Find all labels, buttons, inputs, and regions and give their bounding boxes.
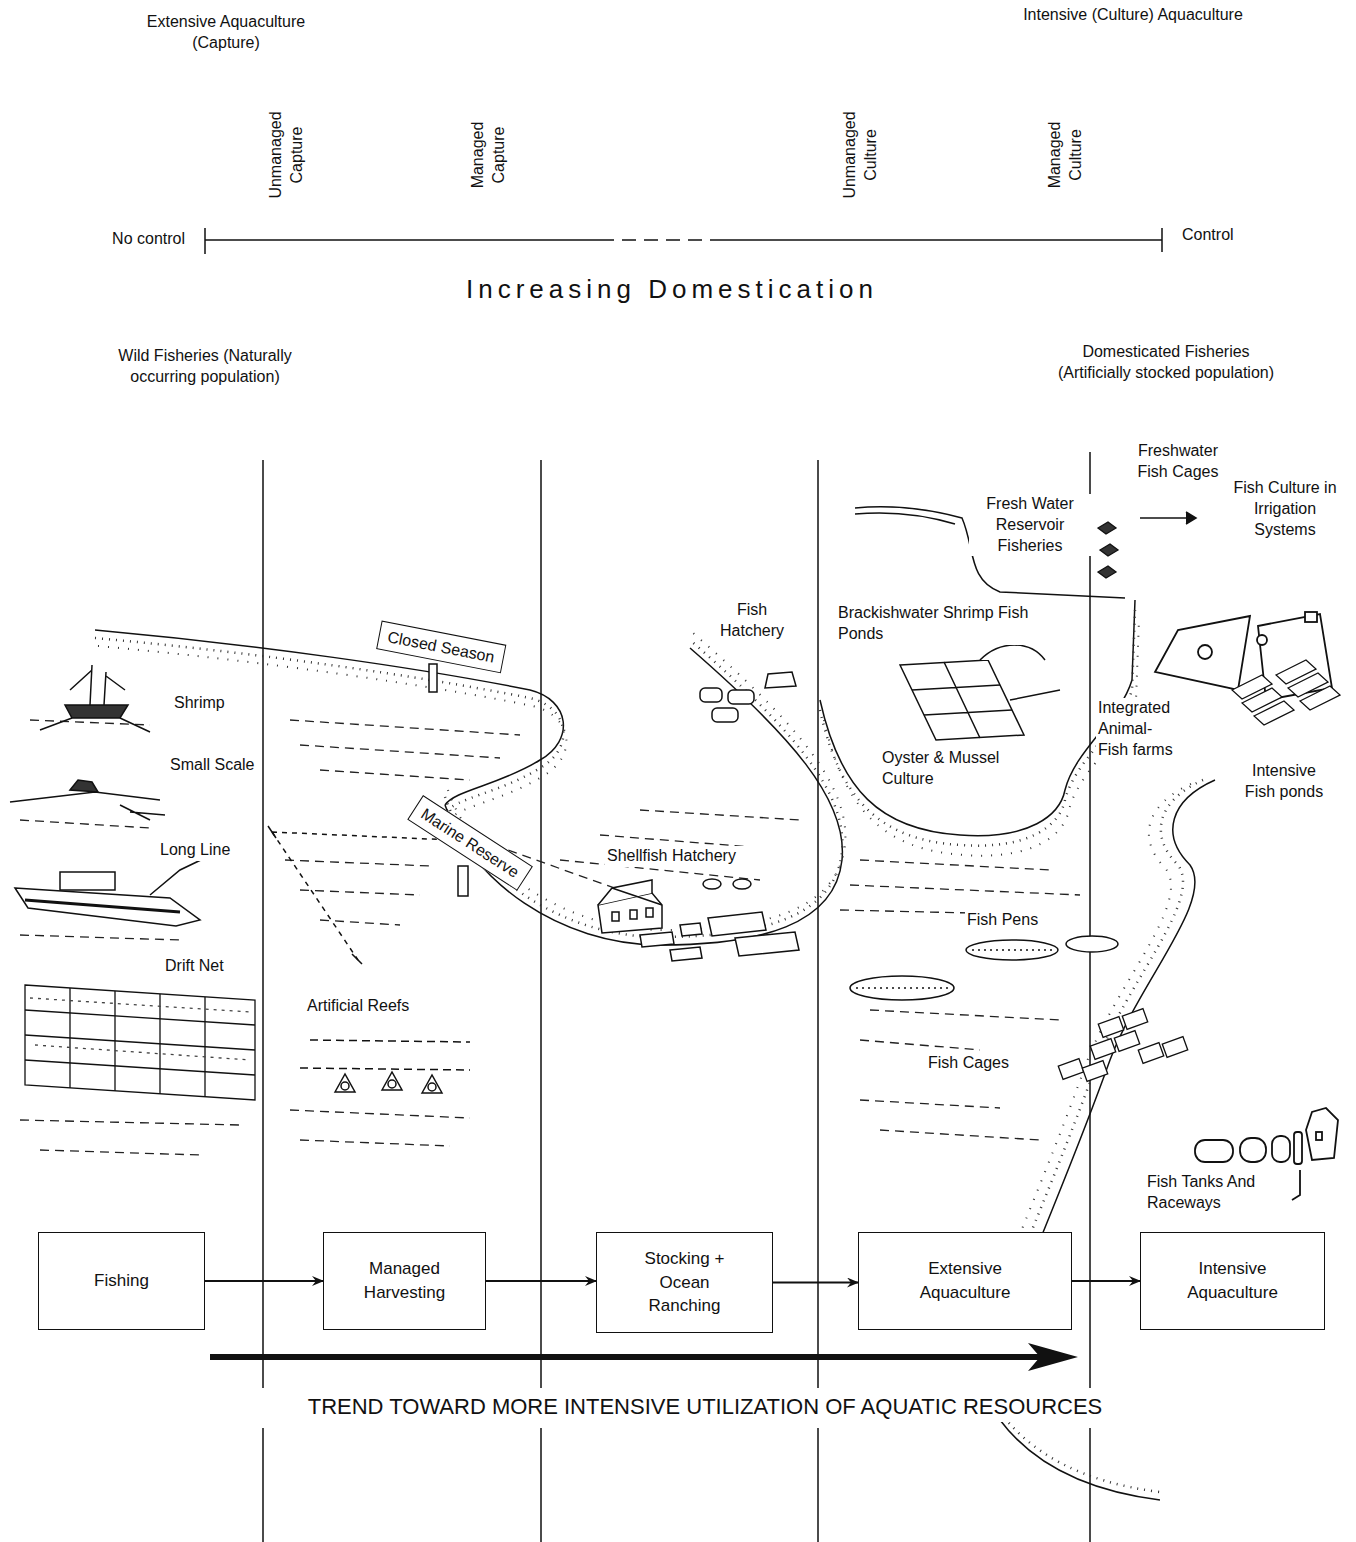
flow-arrow bbox=[773, 1282, 858, 1284]
drift-net bbox=[25, 985, 255, 1100]
scale-label: Managed Capture bbox=[468, 100, 510, 210]
long-line-boat bbox=[15, 858, 205, 926]
diagram-label: Fish Tanks And Raceways bbox=[1145, 1172, 1269, 1214]
box-text: Stocking + Ocean Ranching bbox=[640, 1247, 730, 1318]
diagram-label: Freshwater Fish Cages bbox=[1119, 441, 1237, 483]
diagram-label: Fish Hatchery bbox=[706, 600, 798, 642]
trend-arrow bbox=[210, 1343, 1078, 1371]
diagram-label: Integrated Animal-Fish farms bbox=[1096, 698, 1182, 760]
irrigation-pond bbox=[1155, 612, 1332, 700]
scale-label: Managed Culture bbox=[1045, 100, 1087, 210]
column-divider bbox=[263, 452, 1090, 1542]
shoreline bbox=[95, 600, 1215, 1500]
diagram-label: Artificial Reefs bbox=[305, 996, 455, 1017]
box-text: Fishing bbox=[94, 1269, 149, 1293]
stage-box: Managed Harvesting bbox=[323, 1232, 486, 1330]
diagram-label: Extensive Aquaculture (Capture) bbox=[121, 12, 331, 54]
box-text: Managed Harvesting bbox=[355, 1257, 455, 1305]
stage-box: Stocking + Ocean Ranching bbox=[596, 1232, 773, 1333]
diagram-label: Shellfish Hatchery bbox=[605, 846, 795, 867]
diagram-label: Long Line bbox=[158, 840, 248, 861]
small-scale-boat bbox=[10, 780, 165, 820]
diagram-label: TREND TOWARD MORE INTENSIVE UTILIZATION … bbox=[205, 1393, 1205, 1422]
stage-box: Intensive Aquaculture bbox=[1140, 1232, 1325, 1330]
diagram-label: Fish Cages bbox=[926, 1053, 1036, 1074]
scale-label: Unmanaged Culture bbox=[840, 100, 882, 210]
shrimp-trawler bbox=[40, 665, 150, 732]
diagram-label: Shrimp bbox=[172, 693, 252, 714]
freshwater-cage bbox=[1098, 522, 1118, 578]
fish-cage bbox=[1058, 1009, 1187, 1082]
shellfish-hatchery bbox=[598, 879, 799, 961]
fish-hatchery bbox=[700, 672, 796, 722]
brackish-pond bbox=[900, 645, 1060, 740]
diagram-label: Intensive Fish ponds bbox=[1234, 761, 1334, 803]
diagram-label: Fresh Water Reservoir Fisheries bbox=[969, 494, 1091, 556]
box-text: Marine Reserve bbox=[417, 804, 522, 882]
stage-box: Extensive Aquaculture bbox=[858, 1232, 1072, 1330]
diagram-label: Drift Net bbox=[163, 956, 253, 977]
flow-arrow bbox=[486, 1280, 596, 1282]
diagram-label: Intensive (Culture) Aquaculture bbox=[1018, 5, 1248, 26]
sign-board: Marine Reserve bbox=[407, 795, 533, 891]
diagram-label: Control bbox=[1180, 225, 1280, 246]
flow-arrow bbox=[1072, 1280, 1140, 1282]
diagram-label: Increasing Domestication bbox=[392, 273, 952, 307]
artificial-reef bbox=[300, 1040, 470, 1093]
diagram-label: No control bbox=[55, 229, 187, 250]
diagram-label: Wild Fisheries (Naturally occurring popu… bbox=[100, 346, 310, 388]
flow-arrow bbox=[205, 1280, 323, 1282]
diagram-label: Fish Pens bbox=[965, 910, 1065, 931]
scale-label: Unmanaged Capture bbox=[266, 100, 308, 210]
water-hatching bbox=[20, 720, 1080, 1155]
diagram-label: Domesticated Fisheries (Artificially sto… bbox=[1051, 342, 1281, 384]
diagram-label: Oyster & Mussel Culture bbox=[880, 748, 1040, 790]
sign-board: Closed Season bbox=[376, 621, 506, 674]
box-text: Extensive Aquaculture bbox=[910, 1257, 1020, 1305]
box-text: Intensive Aquaculture bbox=[1178, 1257, 1288, 1305]
diagram-label: Small Scale bbox=[168, 755, 262, 776]
domestication-axis bbox=[205, 228, 1162, 254]
diagram-label: Brackishwater Shrimp Fish Ponds bbox=[836, 603, 1041, 645]
intensive-fish-pond bbox=[1232, 660, 1340, 725]
diagram-label: Fish Culture in Irrigation Systems bbox=[1225, 478, 1345, 540]
fish-pen bbox=[850, 936, 1118, 1000]
stage-box: Fishing bbox=[38, 1232, 205, 1330]
box-text: Closed Season bbox=[386, 627, 496, 667]
